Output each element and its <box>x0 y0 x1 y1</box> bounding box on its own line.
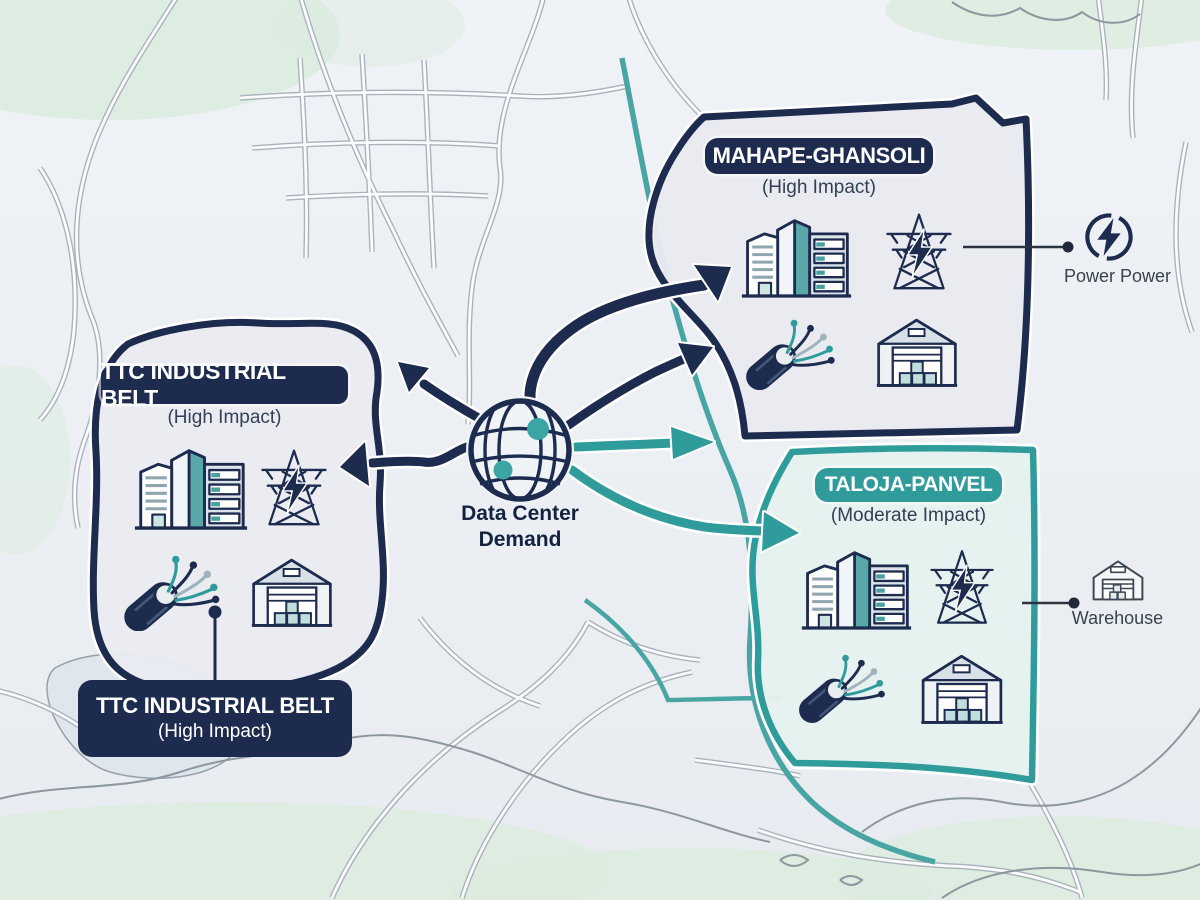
globe-network-icon <box>466 396 574 504</box>
warehouse-outline-icon <box>1090 556 1146 603</box>
fiber-optic-cable-icon <box>797 651 889 723</box>
power-callout-label: Power Power <box>1063 266 1172 286</box>
power-bolt-circle-icon <box>1082 210 1136 264</box>
arrow-to-right <box>576 443 674 447</box>
ttc-map-callout-box: TTC INDUSTRIAL BELT (High Impact) <box>78 680 352 757</box>
warehouse-boxes-icon <box>916 650 1008 726</box>
region-ttc-impact-label: (High Impact) <box>167 407 282 428</box>
fiber-optic-cable-icon <box>744 316 839 390</box>
region-mahape-impact-label: (High Impact) <box>761 177 877 198</box>
data-center-demand-label: Data Center Demand <box>430 501 610 554</box>
region-mahape-title-badge: MAHAPE-GHANSOLI <box>705 138 933 174</box>
callout-connectors <box>208 241 1080 682</box>
region-ttc-title-badge: TTC INDUSTRIAL BELT <box>101 358 348 411</box>
data-center-building-icon <box>800 543 913 633</box>
demand-arrows <box>338 263 801 553</box>
region-taloja-impact-label: (Moderate Impact) <box>830 505 987 526</box>
power-transmission-tower-icon <box>259 444 329 530</box>
warehouse-boxes-icon <box>871 314 963 389</box>
power-transmission-tower-icon <box>928 544 996 629</box>
data-center-demand-line2: Demand <box>478 528 562 552</box>
power-transmission-tower-icon <box>884 208 954 294</box>
fiber-optic-cable-icon <box>122 552 224 631</box>
warehouse-boxes-icon <box>250 554 334 629</box>
data-center-building-icon <box>740 211 853 301</box>
warehouse-callout-label: Warehouse <box>1071 608 1164 628</box>
data-center-building-icon <box>133 441 249 533</box>
data-center-demand-line1: Data Center <box>461 502 579 525</box>
ttc-map-callout-impact: (High Impact) <box>157 721 273 743</box>
region-taloja-title-badge: TALOJA-PANVEL <box>815 468 1002 502</box>
ttc-map-callout-title: TTC INDUSTRIAL BELT <box>96 692 334 718</box>
